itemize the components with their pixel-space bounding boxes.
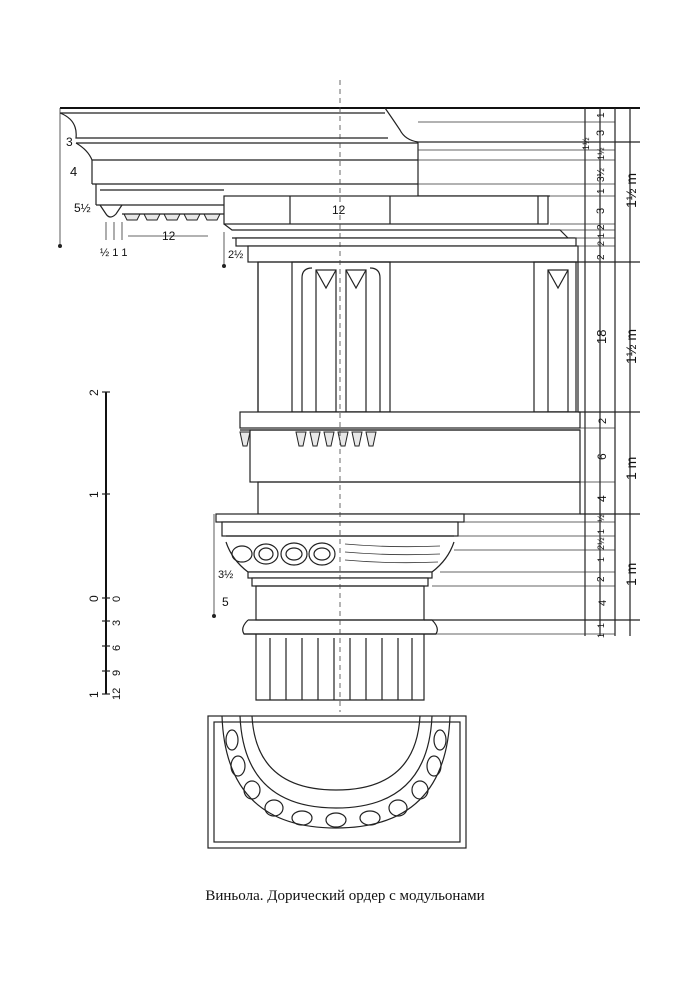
rpart-8: 1 xyxy=(596,233,606,238)
rpart-13: 6 xyxy=(595,453,609,460)
frieze xyxy=(257,261,579,413)
triglyph-right xyxy=(533,261,579,413)
egg-and-dart-echinus xyxy=(231,542,441,566)
label-cornice-mid: 4 xyxy=(70,164,77,179)
rpart-2: 1½ xyxy=(581,137,591,150)
label-mutule-width: 12 xyxy=(162,229,176,243)
scale-label-6: 6 xyxy=(111,645,123,651)
label-necking: 5 xyxy=(222,595,229,609)
capital-plan xyxy=(207,715,467,849)
label-echinus: 3½ xyxy=(218,569,233,581)
rmodule-frieze: 1½ m xyxy=(623,329,639,364)
rpart-7: 2 xyxy=(596,224,607,230)
caption: Виньола. Дорический ордер с модульонами xyxy=(205,888,485,904)
rpart-18: 1 xyxy=(596,557,606,562)
scale-bar xyxy=(102,391,110,695)
architrave xyxy=(239,411,581,515)
rpart-4: 3½ xyxy=(596,167,607,182)
rpart-0: 1 xyxy=(596,112,607,118)
rpart-3: 1½ xyxy=(596,147,606,160)
rpart-15: ½ xyxy=(596,514,606,522)
rpart-21: 1 xyxy=(596,623,606,628)
scale-label-1b: 1 xyxy=(87,691,101,698)
rpart-11: 18 xyxy=(594,330,609,344)
scale-label-9: 9 xyxy=(111,670,123,676)
rmodule-cornice: 1½ m xyxy=(623,173,639,208)
scale-label-0b: 0 xyxy=(111,596,123,602)
rpart-6: 3 xyxy=(595,208,607,214)
scale-label-1: 1 xyxy=(87,491,101,498)
scale-label-12: 12 xyxy=(111,688,123,700)
plan-eggs xyxy=(225,729,447,828)
rmodule-architrave: 1 m xyxy=(623,457,639,480)
mutule-drops xyxy=(123,213,221,221)
left-dimension-line xyxy=(58,108,226,618)
rpart-20: 4 xyxy=(597,600,609,606)
rpart-5: 1 xyxy=(596,188,607,194)
rpart-14: 4 xyxy=(595,495,609,502)
frieze-top xyxy=(223,195,579,263)
rpart-10: 2 xyxy=(596,254,607,260)
label-cornice-low: 5½ xyxy=(74,201,91,215)
rpart-16: 1 xyxy=(596,529,606,534)
rpart-17: 2½ xyxy=(596,537,606,550)
rpart-9: 2 xyxy=(596,241,606,246)
label-mutule-sub: ½ 1 1 xyxy=(100,247,128,259)
scale-label-2: 2 xyxy=(87,389,101,396)
triglyph-left xyxy=(291,261,391,413)
scale-label-3: 3 xyxy=(111,620,123,626)
label-cornice-top: 3 xyxy=(66,135,73,149)
label-triglyph: 12 xyxy=(332,203,346,217)
guttae xyxy=(239,431,377,447)
rpart-12: 2 xyxy=(597,418,609,424)
rpart-19: 2 xyxy=(596,576,607,582)
right-dimension-lines xyxy=(418,108,640,636)
label-frieze-fillet: 2½ xyxy=(228,249,243,261)
column-shaft xyxy=(255,634,425,701)
rmodule-capital: 1 m xyxy=(623,563,639,586)
rpart-1: 3 xyxy=(595,130,607,136)
scale-label-0: 0 xyxy=(87,595,101,602)
rpart-22: 1 xyxy=(596,633,606,638)
